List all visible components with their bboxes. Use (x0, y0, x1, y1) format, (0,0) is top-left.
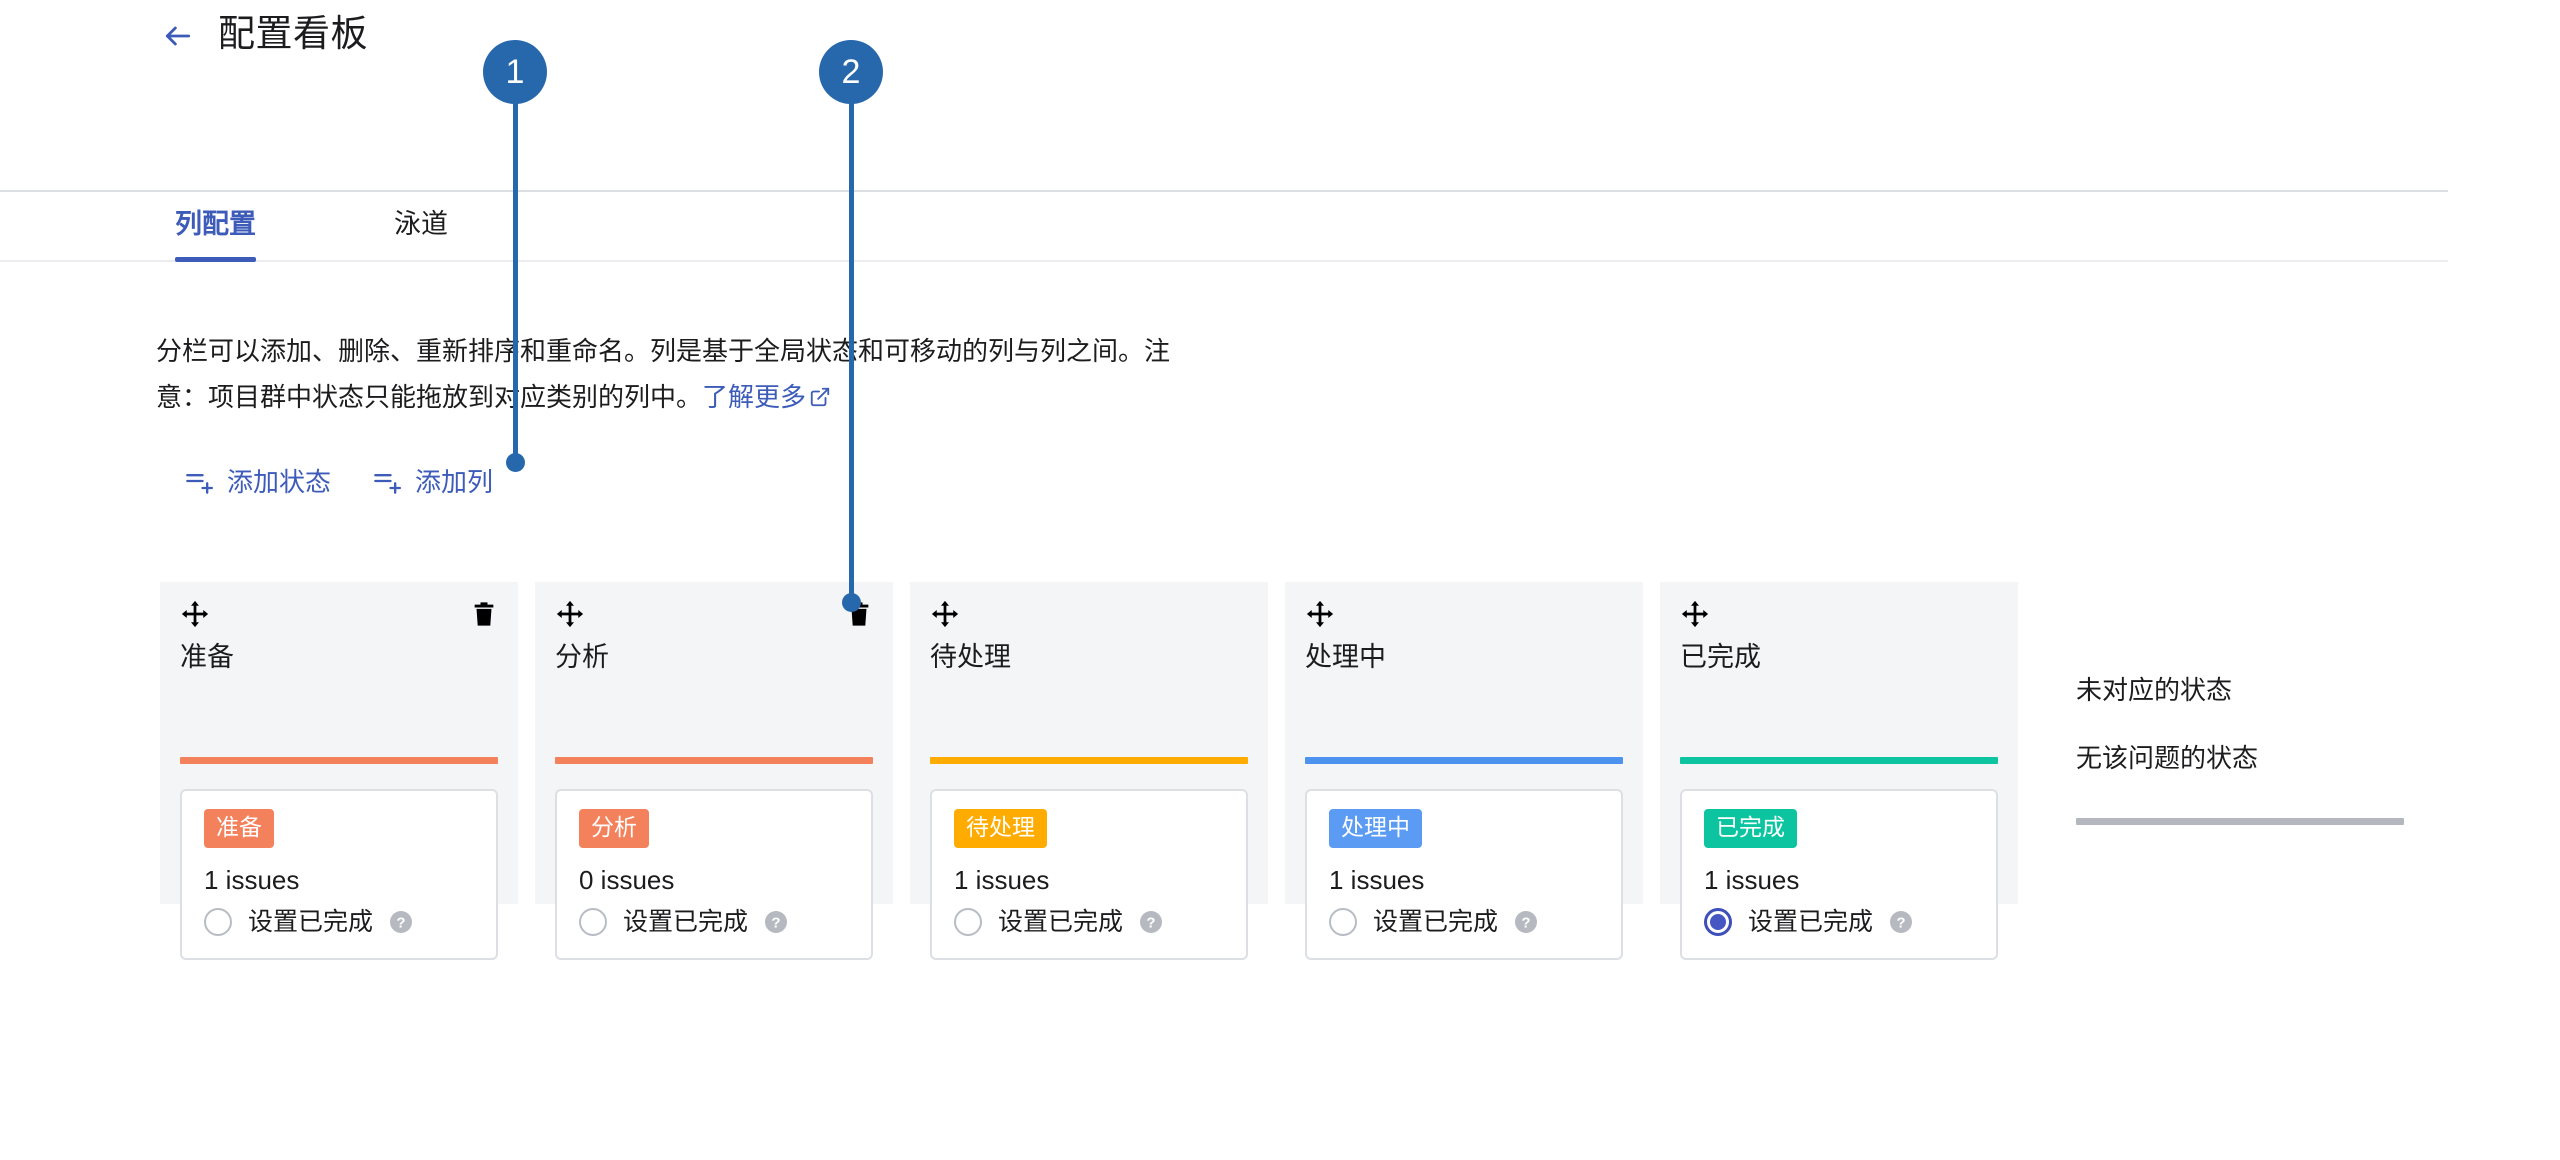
issue-count: 0 issues (579, 865, 675, 895)
issue-count: 1 issues (1329, 865, 1425, 895)
column-name: 已完成 (1680, 642, 1761, 672)
add-column-button[interactable]: 添加列 (373, 462, 493, 499)
set-done-label: 设置已完成 (1748, 908, 1874, 936)
status-chip: 待处理 (954, 809, 1047, 848)
column-color-bar (555, 757, 873, 764)
column-header (1680, 582, 1998, 628)
description-text: 分栏可以添加、删除、重新排序和重命名。列是基于全局状态和可移动的列与列之间。注 … (156, 328, 1256, 420)
action-links: 添加状态 添加列 (185, 462, 493, 499)
unmapped-status-panel: 未对应的状态 无该问题的状态 (2076, 672, 2436, 825)
description-line-1: 分栏可以添加、删除、重新排序和重命名。列是基于全局状态和可移动的列与列之间。注 (156, 336, 1171, 366)
external-link-icon (809, 386, 831, 408)
help-circle-icon[interactable]: ? (764, 910, 788, 934)
unmapped-status-divider (2076, 818, 2404, 825)
tab-swimlane[interactable]: 泳道 (394, 209, 448, 239)
help-circle-icon[interactable]: ? (389, 910, 413, 934)
tab-bar: 列配置 泳道 (0, 192, 2448, 262)
move-icon[interactable] (555, 599, 585, 629)
set-done-label: 设置已完成 (1373, 908, 1499, 936)
annotation-line (849, 72, 854, 603)
list-plus-icon (373, 467, 402, 495)
svg-text:?: ? (1146, 914, 1155, 931)
issue-count: 1 issues (204, 865, 300, 895)
list-plus-icon (185, 467, 213, 495)
annotation-badge-1: 1 (483, 40, 547, 104)
learn-more-label: 了解更多 (702, 382, 807, 412)
delete-icon[interactable] (470, 600, 498, 628)
status-card[interactable]: 分析 0 issues 设置已完成? (555, 789, 873, 960)
move-icon[interactable] (1680, 599, 1710, 629)
set-done-row: 设置已完成? (204, 906, 474, 938)
column-name: 准备 (180, 642, 234, 672)
column-color-bar (180, 757, 498, 764)
status-chip: 分析 (579, 809, 649, 848)
move-icon[interactable] (180, 599, 210, 629)
set-done-row: 设置已完成? (579, 906, 849, 938)
column-name: 待处理 (930, 642, 1011, 672)
status-card[interactable]: 已完成 1 issues 设置已完成? (1680, 789, 1998, 960)
move-icon[interactable] (930, 599, 960, 629)
set-done-radio[interactable] (1329, 908, 1357, 936)
move-icon[interactable] (1305, 599, 1335, 629)
tab-column-config[interactable]: 列配置 (175, 204, 256, 262)
set-done-radio[interactable] (1704, 908, 1732, 936)
status-card[interactable]: 准备 1 issues 设置已完成? (180, 789, 498, 960)
set-done-row: 设置已完成? (1704, 906, 1974, 938)
page-header (0, 92, 2448, 192)
help-circle-icon[interactable]: ? (1514, 910, 1538, 934)
status-card[interactable]: 待处理 1 issues 设置已完成? (930, 789, 1248, 960)
set-done-label: 设置已完成 (998, 908, 1124, 936)
annotation-endpoint-dot (506, 453, 525, 472)
set-done-radio[interactable] (204, 908, 232, 936)
learn-more-link[interactable]: 了解更多 (702, 382, 831, 412)
annotation-endpoint-dot (842, 593, 861, 612)
add-status-button[interactable]: 添加状态 (185, 462, 331, 499)
add-status-label: 添加状态 (227, 467, 332, 497)
column-color-bar (1305, 757, 1623, 764)
column-header (180, 582, 498, 628)
svg-text:?: ? (1521, 914, 1530, 931)
set-done-radio[interactable] (579, 908, 607, 936)
column-color-bar (930, 757, 1248, 764)
issue-count: 1 issues (1704, 865, 1800, 895)
set-done-label: 设置已完成 (623, 908, 749, 936)
status-chip: 准备 (204, 809, 274, 848)
status-chip: 已完成 (1704, 809, 1797, 848)
status-card[interactable]: 处理中 1 issues 设置已完成? (1305, 789, 1623, 960)
column-header (555, 582, 873, 628)
unmapped-status-title: 未对应的状态 (2076, 675, 2233, 705)
annotation-badge-2: 2 (819, 40, 883, 104)
arrow-left-icon[interactable] (158, 16, 198, 56)
column-header (930, 582, 1248, 628)
status-chip: 处理中 (1329, 809, 1422, 848)
unmapped-status-subtitle: 无该问题的状态 (2076, 743, 2259, 773)
annotation-line (513, 72, 518, 463)
description-line-2: 意：项目群中状态只能拖放到对应类别的列中。 (156, 382, 703, 412)
set-done-row: 设置已完成? (1329, 906, 1599, 938)
help-circle-icon[interactable]: ? (1139, 910, 1163, 934)
add-column-label: 添加列 (415, 467, 494, 497)
column-name: 处理中 (1305, 642, 1386, 672)
column-color-bar (1680, 757, 1998, 764)
svg-text:?: ? (771, 914, 780, 931)
svg-text:?: ? (396, 914, 405, 931)
column-header (1305, 582, 1623, 628)
help-circle-icon[interactable]: ? (1889, 910, 1913, 934)
set-done-radio[interactable] (954, 908, 982, 936)
page-title: 配置看板 (218, 13, 368, 54)
set-done-label: 设置已完成 (248, 908, 374, 936)
svg-text:?: ? (1896, 914, 1905, 931)
set-done-row: 设置已完成? (954, 906, 1224, 938)
issue-count: 1 issues (954, 865, 1050, 895)
column-name: 分析 (555, 642, 609, 672)
